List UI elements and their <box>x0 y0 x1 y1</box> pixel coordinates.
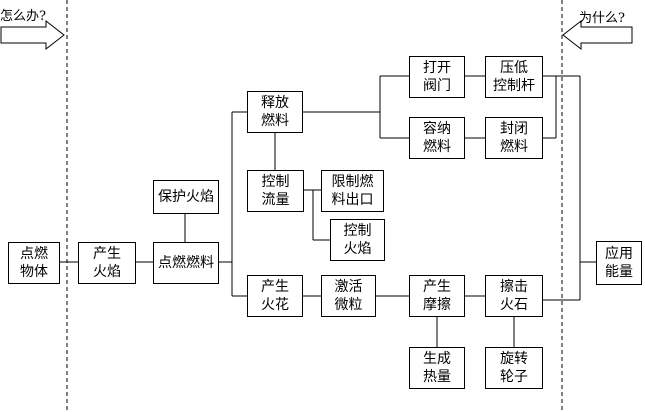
node-contain-fuel: 容纳 燃料 <box>409 117 465 159</box>
right-why-arrow <box>562 19 633 51</box>
how-label: 怎么办? <box>0 9 46 24</box>
node-produce-friction: 产生 摩擦 <box>409 275 465 317</box>
node-excite-particles: 激活 微粒 <box>321 275 376 317</box>
node-control-flame: 控制 火焰 <box>330 219 385 261</box>
node-limit-fuel-outlet: 限制燃 料出口 <box>321 170 384 212</box>
node-generate-heat: 生成 热量 <box>409 347 465 389</box>
node-seal-fuel: 封闭 燃料 <box>485 117 543 159</box>
node-control-flow: 控制 流量 <box>247 170 304 212</box>
node-ignite-fuel: 点燃燃料 <box>153 242 219 284</box>
node-rotate-wheel: 旋转 轮子 <box>485 347 543 389</box>
why-label: 为什么? <box>579 11 625 26</box>
node-apply-energy: 应用 能量 <box>596 241 642 285</box>
node-press-lever: 压低 控制杆 <box>485 56 543 98</box>
node-ignite-object: 点燃 物体 <box>8 242 60 284</box>
node-produce-spark: 产生 火花 <box>247 275 303 317</box>
node-protect-flame: 保护火焰 <box>153 180 219 214</box>
left-how-arrow <box>0 19 65 51</box>
node-produce-flame: 产生 火焰 <box>78 242 136 284</box>
node-release-fuel: 释放 燃料 <box>247 91 303 133</box>
node-open-valve: 打开 阀门 <box>409 56 465 98</box>
node-strike-flint: 擦击 火石 <box>485 275 543 317</box>
